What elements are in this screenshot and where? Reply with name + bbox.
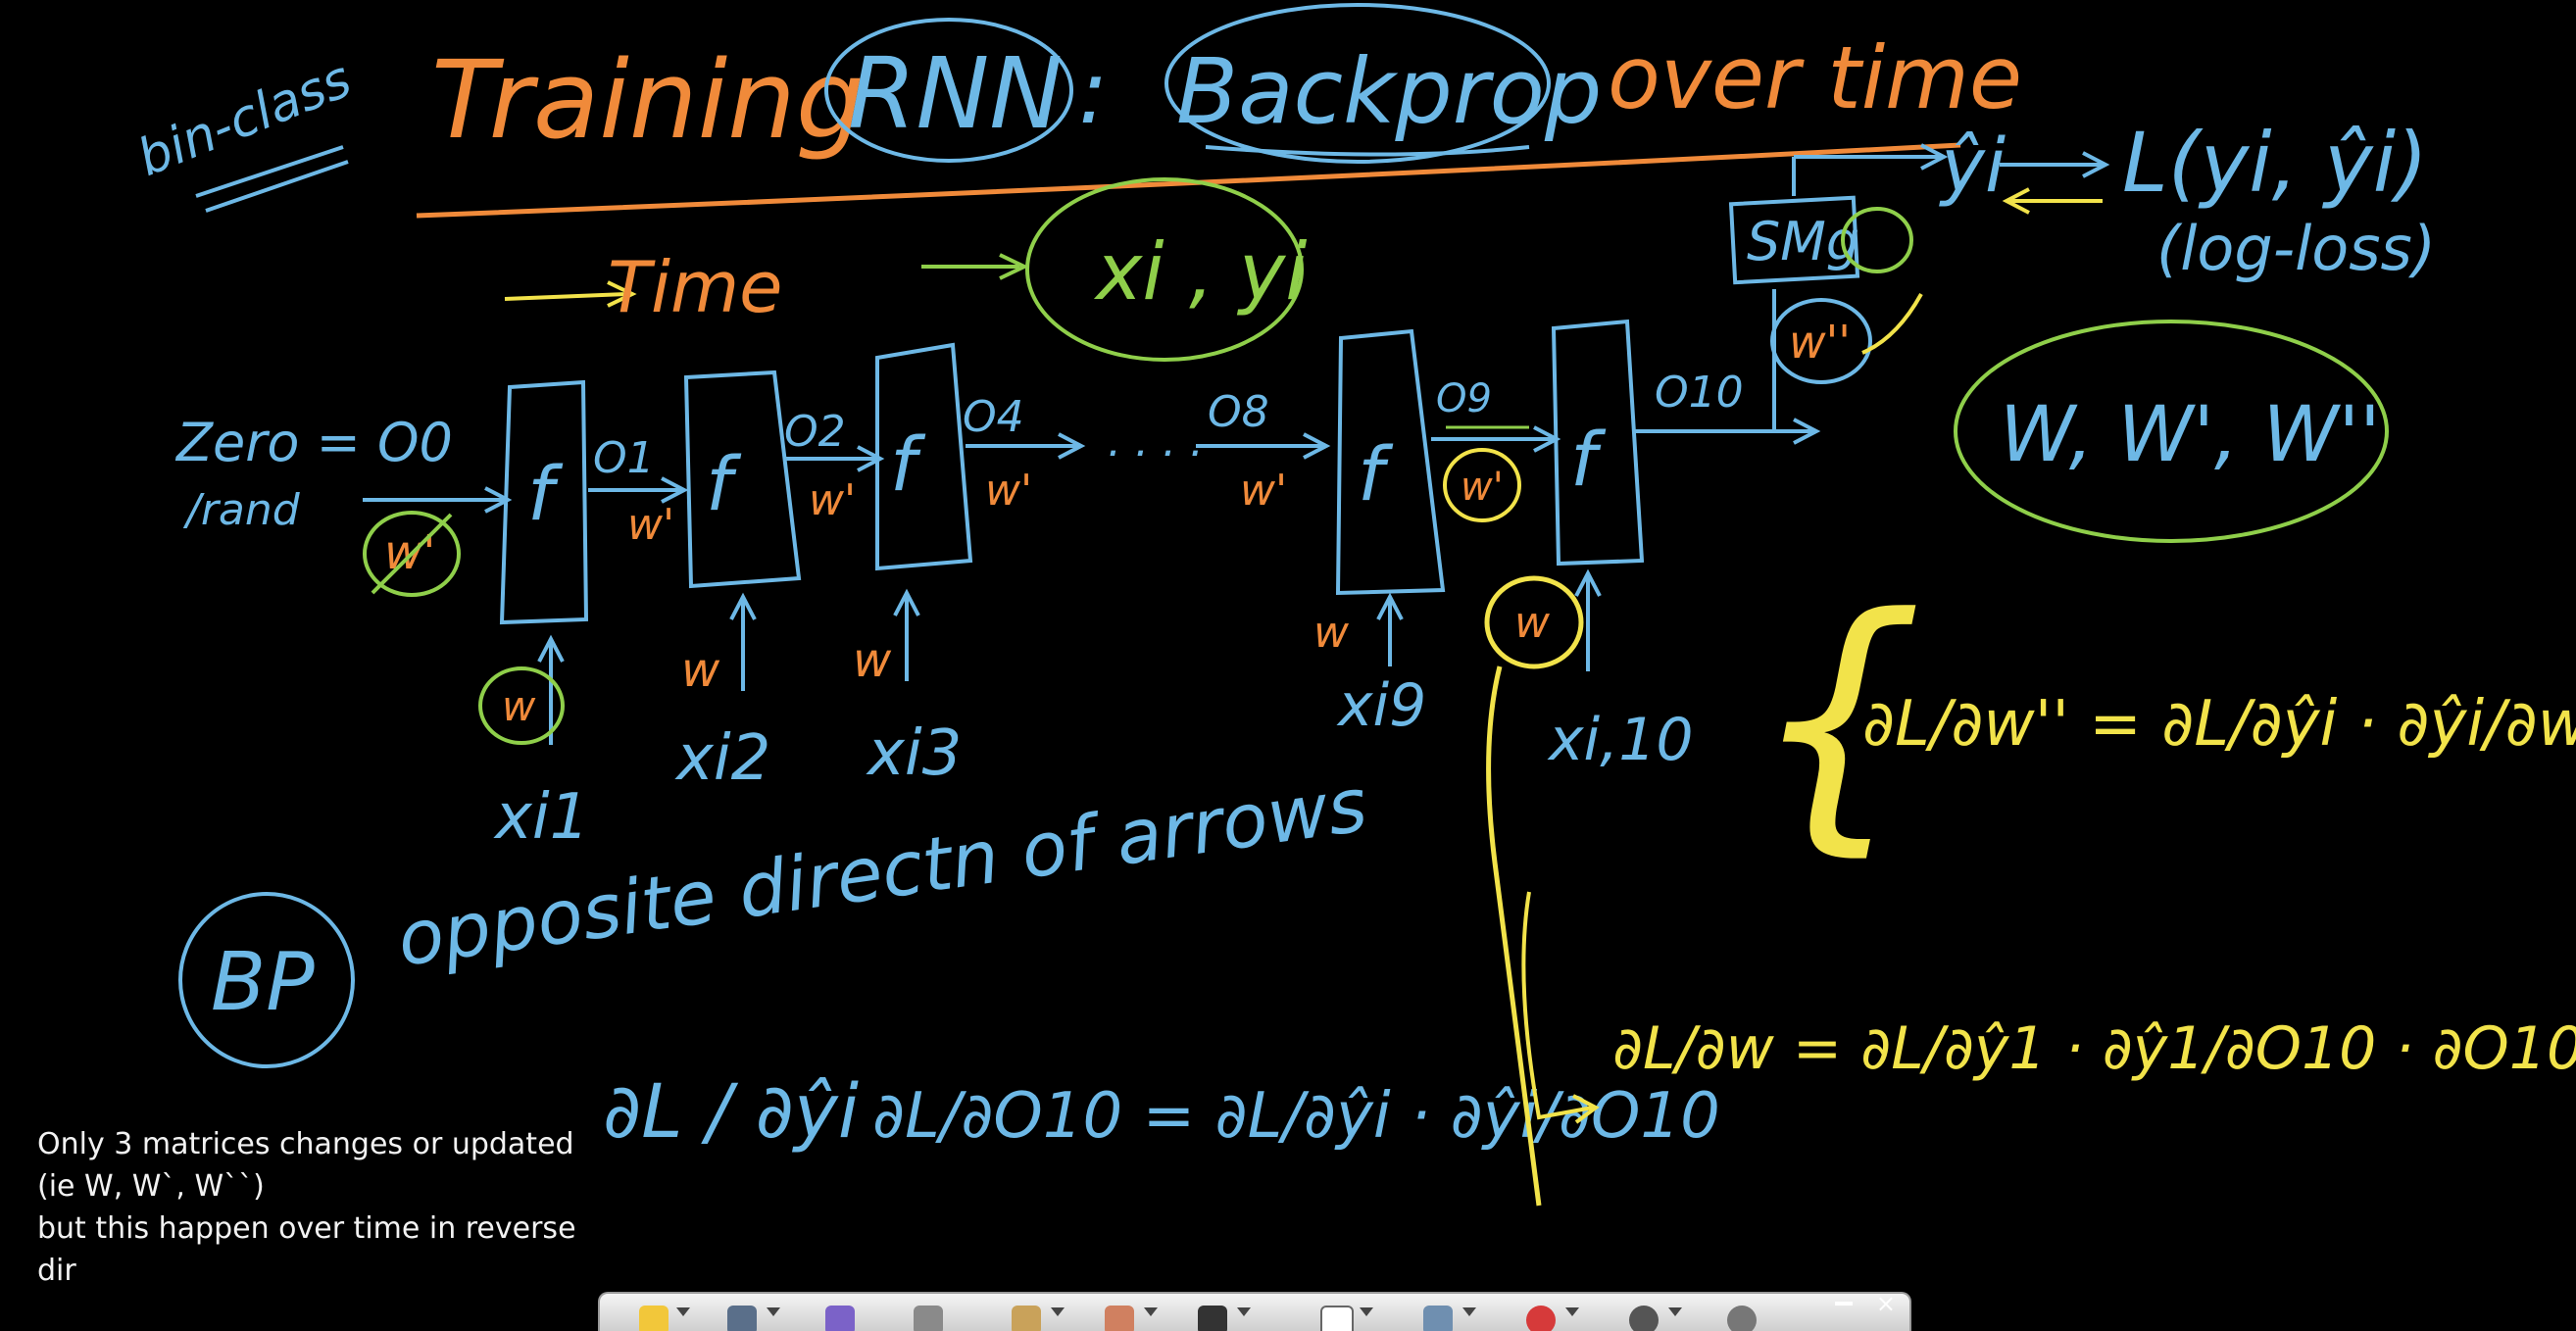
brace: {: [1750, 560, 1924, 879]
loss-type: (log-loss): [2156, 213, 2436, 284]
weight-w-in2: w: [681, 643, 720, 698]
params-circle: [1954, 320, 2389, 543]
output-o9: O9: [1436, 376, 1492, 421]
input-xi2: xi2: [674, 722, 770, 795]
softmax-box: [1728, 195, 1860, 285]
title-colon: :: [1078, 41, 1108, 144]
equation-dl-dw: ∂L/∂w = ∂L/∂ŷ1 · ∂ŷ1/∂O10 · ∂O10/∂w: [1612, 1014, 2576, 1083]
cell-f-9: f: [1358, 430, 1394, 518]
star-icon[interactable]: [639, 1306, 669, 1331]
pen-icon[interactable]: [1012, 1306, 1041, 1331]
output-o8: O8: [1208, 387, 1269, 437]
w-yellow-circle: [1484, 575, 1584, 669]
weight-w-c3: w': [985, 466, 1032, 516]
side-note-bin-class: bin-class: [129, 50, 359, 188]
bp-circle: [178, 892, 355, 1068]
cell-f-1: f: [527, 450, 564, 537]
monitor-icon[interactable]: [727, 1306, 757, 1331]
input-pair-circle: [1025, 177, 1304, 362]
rand-label: /rand: [182, 485, 301, 535]
ellipsis-dots: . . . .: [1108, 417, 1204, 467]
weight-w2: w'': [1789, 316, 1851, 369]
shape-icon[interactable]: [1105, 1306, 1134, 1331]
loss-function: L(yi, ŷi): [2122, 115, 2428, 211]
y-hat: ŷi: [1939, 122, 2006, 209]
title-rnn-circle: [824, 18, 1073, 163]
backprop-path: [1486, 666, 1542, 1207]
cell-f-3: f: [890, 420, 926, 508]
title-over-time: over time: [1608, 27, 2022, 128]
weight-w-in10: w: [1514, 598, 1551, 648]
input-xi1: xi1: [493, 781, 589, 854]
weight-w-in9: w: [1313, 608, 1350, 658]
params: W, W', W'': [2000, 391, 2381, 479]
weight-w-in1: w: [502, 682, 536, 730]
bp-label: BP: [211, 936, 315, 1029]
output-o2: O2: [784, 407, 846, 457]
rnn-cell-10: f: [1551, 319, 1645, 567]
equation-dl-dw2: ∂L/∂w'' = ∂L/∂ŷi · ∂ŷi/∂w'': [1862, 688, 2576, 761]
weight-w-in3: w: [853, 633, 892, 688]
softmax-label: SMg: [1747, 211, 1859, 272]
input-xi9: xi9: [1336, 671, 1426, 740]
caption-line-1: Only 3 matrices changes or updated: [37, 1127, 574, 1161]
rnn-cell-2: f: [683, 370, 802, 589]
camera-icon[interactable]: [1629, 1306, 1659, 1331]
annotation-toolbar[interactable]: ×: [598, 1292, 1911, 1331]
rnn-cell-9: f: [1335, 328, 1446, 596]
caption-line-3: but this happen over time in reverse: [37, 1211, 576, 1246]
weight-w-c2: w': [809, 475, 856, 525]
input-pair: xi , yi: [1093, 226, 1307, 318]
rnn-cell-3: f: [875, 342, 973, 571]
zero-label: Zero = O0: [174, 412, 453, 473]
caption-line-2: (ie W, W`, W``): [37, 1169, 265, 1204]
w-prime-yellow-circle: [1443, 448, 1521, 522]
record-icon[interactable]: [1526, 1306, 1556, 1331]
w-prime-green-circle: [363, 511, 461, 597]
cell-f-2: f: [706, 440, 742, 527]
close-icon[interactable]: ×: [1875, 1292, 1896, 1317]
w-double-prime-circle: [1770, 298, 1872, 384]
eraser-icon[interactable]: [825, 1306, 855, 1331]
equation-dl-dyhat: ∂L / ∂ŷi: [603, 1067, 859, 1155]
weight-w-c1: w': [627, 500, 674, 550]
caption-overlay: Only 3 matrices changes or updated (ie W…: [37, 1123, 586, 1292]
weight-w-c8: w': [1240, 466, 1287, 516]
title-training: Training: [431, 37, 865, 163]
title-rnn: RNN: [848, 36, 1063, 151]
pointer-icon[interactable]: [1198, 1306, 1227, 1331]
equation-dl-do10: ∂L/∂O10 = ∂L/∂ŷi · ∂ŷi/∂O10: [872, 1080, 1720, 1153]
title-backprop-circle: [1164, 3, 1551, 164]
title-backprop: Backprop: [1176, 39, 1602, 144]
output-o10: O10: [1655, 368, 1744, 418]
highlighter-icon[interactable]: [914, 1306, 943, 1331]
time-label: Time: [608, 246, 782, 328]
cell-f-10: f: [1570, 416, 1607, 503]
title-underline: [416, 142, 1961, 219]
output-o4: O4: [963, 392, 1024, 442]
laser-icon[interactable]: [1423, 1306, 1453, 1331]
color-square-icon[interactable]: [1320, 1306, 1354, 1331]
rnn-cell-1: f: [499, 379, 589, 625]
weight-w1-c9: w': [1461, 465, 1504, 510]
minimize-icon[interactable]: [1835, 1302, 1853, 1306]
settings-icon[interactable]: [1727, 1306, 1757, 1331]
input-xi10: xi,10: [1547, 706, 1694, 774]
caption-line-4: dir: [37, 1254, 76, 1288]
input-xi3: xi3: [866, 717, 962, 790]
w-green-circle: [478, 666, 565, 745]
output-o1: O1: [593, 433, 655, 483]
